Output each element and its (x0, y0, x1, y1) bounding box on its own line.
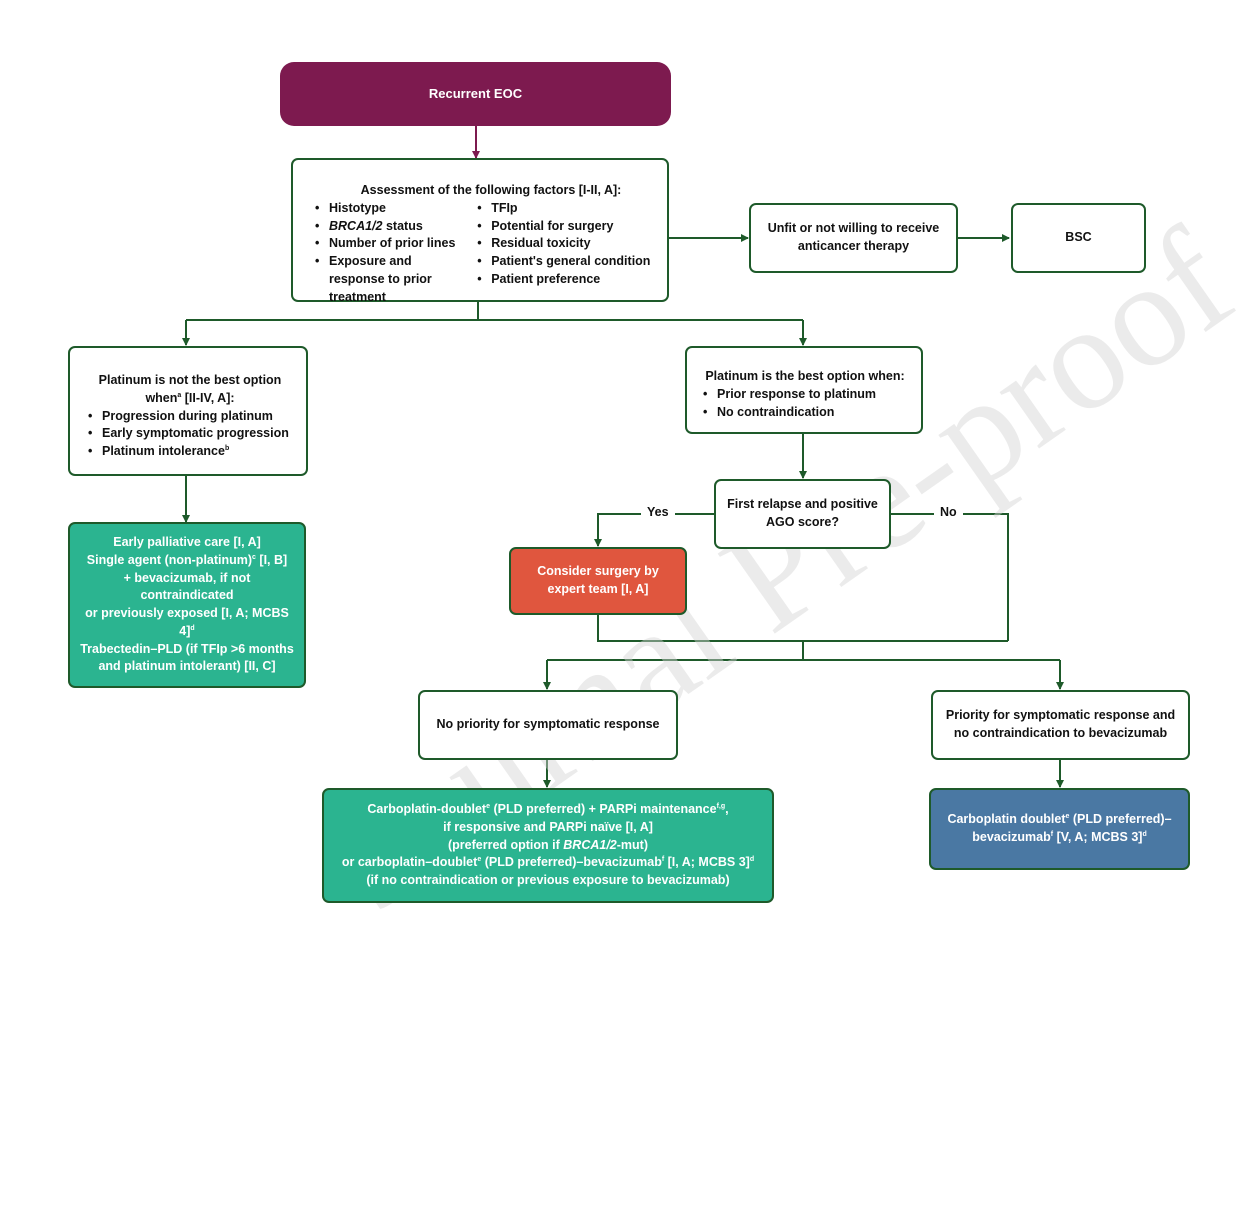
unfit-box: Unfit or not willing to receive anticanc… (749, 203, 958, 273)
footnote-fg: f,g (716, 802, 726, 810)
doublet-text: -mut) (616, 837, 649, 852)
assessment-item: TFIp (475, 200, 653, 218)
doublet-text: BRCA1/2 (563, 837, 617, 852)
palliative-line: + bevacizumab, if not contraindicated (123, 570, 251, 603)
unfit-text: Unfit or not willing to receive anticanc… (767, 221, 940, 253)
no-label: No (934, 505, 963, 519)
best-list: Prior response to platinum No contraindi… (701, 386, 909, 422)
palliative-text: [I, B] (255, 552, 288, 567)
surgery-box: Consider surgery by expert team [I, A] (509, 547, 687, 615)
doublet-text: (PLD preferred)–bevacizumab (481, 855, 662, 870)
title-text: Recurrent EOC (428, 85, 523, 101)
not-best-list: Progression during platinum Early sympto… (86, 408, 294, 461)
bev-text: Carboplatin doublet (947, 812, 1066, 827)
doublet-line: or carboplatin–doublete (PLD preferred)–… (342, 854, 754, 872)
decision-text: First relapse and positive AGO score? (727, 497, 878, 529)
assessment-item: Patient preference (475, 271, 653, 289)
bev-text: bevacizumab (972, 830, 1051, 844)
bev-line: Carboplatin doublete (PLD preferred)– (947, 811, 1171, 829)
not-best-item: Platinum intoleranceb (86, 443, 294, 461)
no-priority-box: No priority for symptomatic response (418, 690, 678, 760)
priority-text: Priority for symptomatic response and no… (945, 708, 1176, 740)
not-best-heading-b: [II-IV, A]: (181, 390, 235, 405)
doublet-text: (preferred option if (447, 837, 564, 852)
not-best-item-text: Platinum intolerance (102, 444, 225, 458)
platinum-not-best-box: Platinum is not the best option whena [I… (68, 346, 308, 476)
doublet-text: or carboplatin–doublet (341, 855, 478, 870)
assessment-item: Number of prior lines (313, 235, 461, 253)
footnote-e: e (477, 856, 482, 864)
best-item: Prior response to platinum (701, 386, 909, 404)
doublet-text: , (725, 802, 729, 817)
doublet-parpi-box: Carboplatin-doublete (PLD preferred) + P… (322, 788, 774, 903)
not-best-heading-a: Platinum is not the best option when (98, 373, 282, 405)
doublet-line: Carboplatin-doublete (PLD preferred) + P… (367, 801, 728, 819)
not-best-heading: Platinum is not the best option whena [I… (86, 372, 294, 408)
footnote-d: d (749, 856, 755, 864)
palliative-text: Single agent (non-platinum) (86, 552, 253, 567)
footnote-c: c (252, 553, 256, 561)
doublet-bevacizumab-box: Carboplatin doublete (PLD preferred)– be… (929, 788, 1190, 870)
footnote-d: d (1142, 830, 1147, 838)
bev-text: (PLD preferred)– (1069, 812, 1172, 827)
best-heading: Platinum is the best option when: (705, 369, 905, 383)
assessment-heading: Assessment of the following factors [I-I… (360, 183, 622, 197)
footnote-e: e (1065, 813, 1070, 821)
bsc-box: BSC (1011, 203, 1146, 273)
title-box: Recurrent EOC (280, 62, 671, 126)
palliative-line: Trabectedin–PLD (if TFIp >6 months (80, 641, 294, 656)
footnote-e: e (486, 802, 491, 810)
assessment-item: Potential for surgery (475, 218, 653, 236)
platinum-best-box: Platinum is the best option when: Prior … (685, 346, 923, 434)
doublet-text: Carboplatin-doublet (367, 802, 487, 817)
yes-label: Yes (641, 505, 675, 519)
assessment-box: Assessment of the following factors [I-I… (291, 158, 669, 304)
doublet-line: if responsive and PARPi naïve [I, A] (443, 819, 653, 834)
footnote-f: f (1050, 830, 1054, 838)
best-item: No contraindication (701, 404, 909, 422)
doublet-text: [I, A; MCBS 3] (664, 855, 750, 870)
not-best-item: Early symptomatic progression (86, 425, 294, 443)
assessment-item: Residual toxicity (475, 235, 653, 253)
footnote-f: f (661, 856, 665, 864)
priority-box: Priority for symptomatic response and no… (931, 690, 1190, 760)
doublet-text: (PLD preferred) + PARPi maintenance (490, 802, 717, 817)
assessment-item: Patient's general condition (475, 253, 653, 271)
assessment-item: Exposure and response to prior treatment (313, 253, 461, 306)
palliative-line: Early palliative care [I, A] (113, 535, 261, 549)
bev-text: [V, A; MCBS 3] (1053, 830, 1143, 844)
palliative-line: or previously exposed [I, A; MCBS 4]d (80, 605, 294, 641)
assessment-right-list: TFIp Potential for surgery Residual toxi… (475, 200, 653, 307)
assessment-item: BRCA1/2 status (313, 218, 461, 236)
palliative-text: or previously exposed [I, A; MCBS 4] (85, 606, 289, 638)
palliative-line: and platinum intolerant) [II, C] (98, 659, 276, 674)
footnote-a: a (177, 391, 182, 399)
assessment-item: Histotype (313, 200, 461, 218)
bsc-text: BSC (1065, 230, 1092, 245)
doublet-line: (preferred option if BRCA1/2-mut) (448, 837, 648, 855)
doublet-line: (if no contraindication or previous expo… (366, 873, 730, 888)
footnote-d: d (190, 624, 195, 632)
palliative-line: Single agent (non-platinum)c [I, B] (87, 552, 287, 570)
decision-box: First relapse and positive AGO score? (714, 479, 891, 549)
bev-line: bevacizumabf [V, A; MCBS 3]d (972, 829, 1147, 847)
palliative-care-box: Early palliative care [I, A] Single agen… (68, 522, 306, 688)
assessment-left-list: Histotype BRCA1/2 status Number of prior… (313, 200, 461, 307)
footnote-b: b (224, 444, 230, 452)
surgery-text: Consider surgery by expert team [I, A] (537, 564, 659, 596)
no-priority-text: No priority for symptomatic response (436, 717, 660, 732)
not-best-item: Progression during platinum (86, 408, 294, 426)
